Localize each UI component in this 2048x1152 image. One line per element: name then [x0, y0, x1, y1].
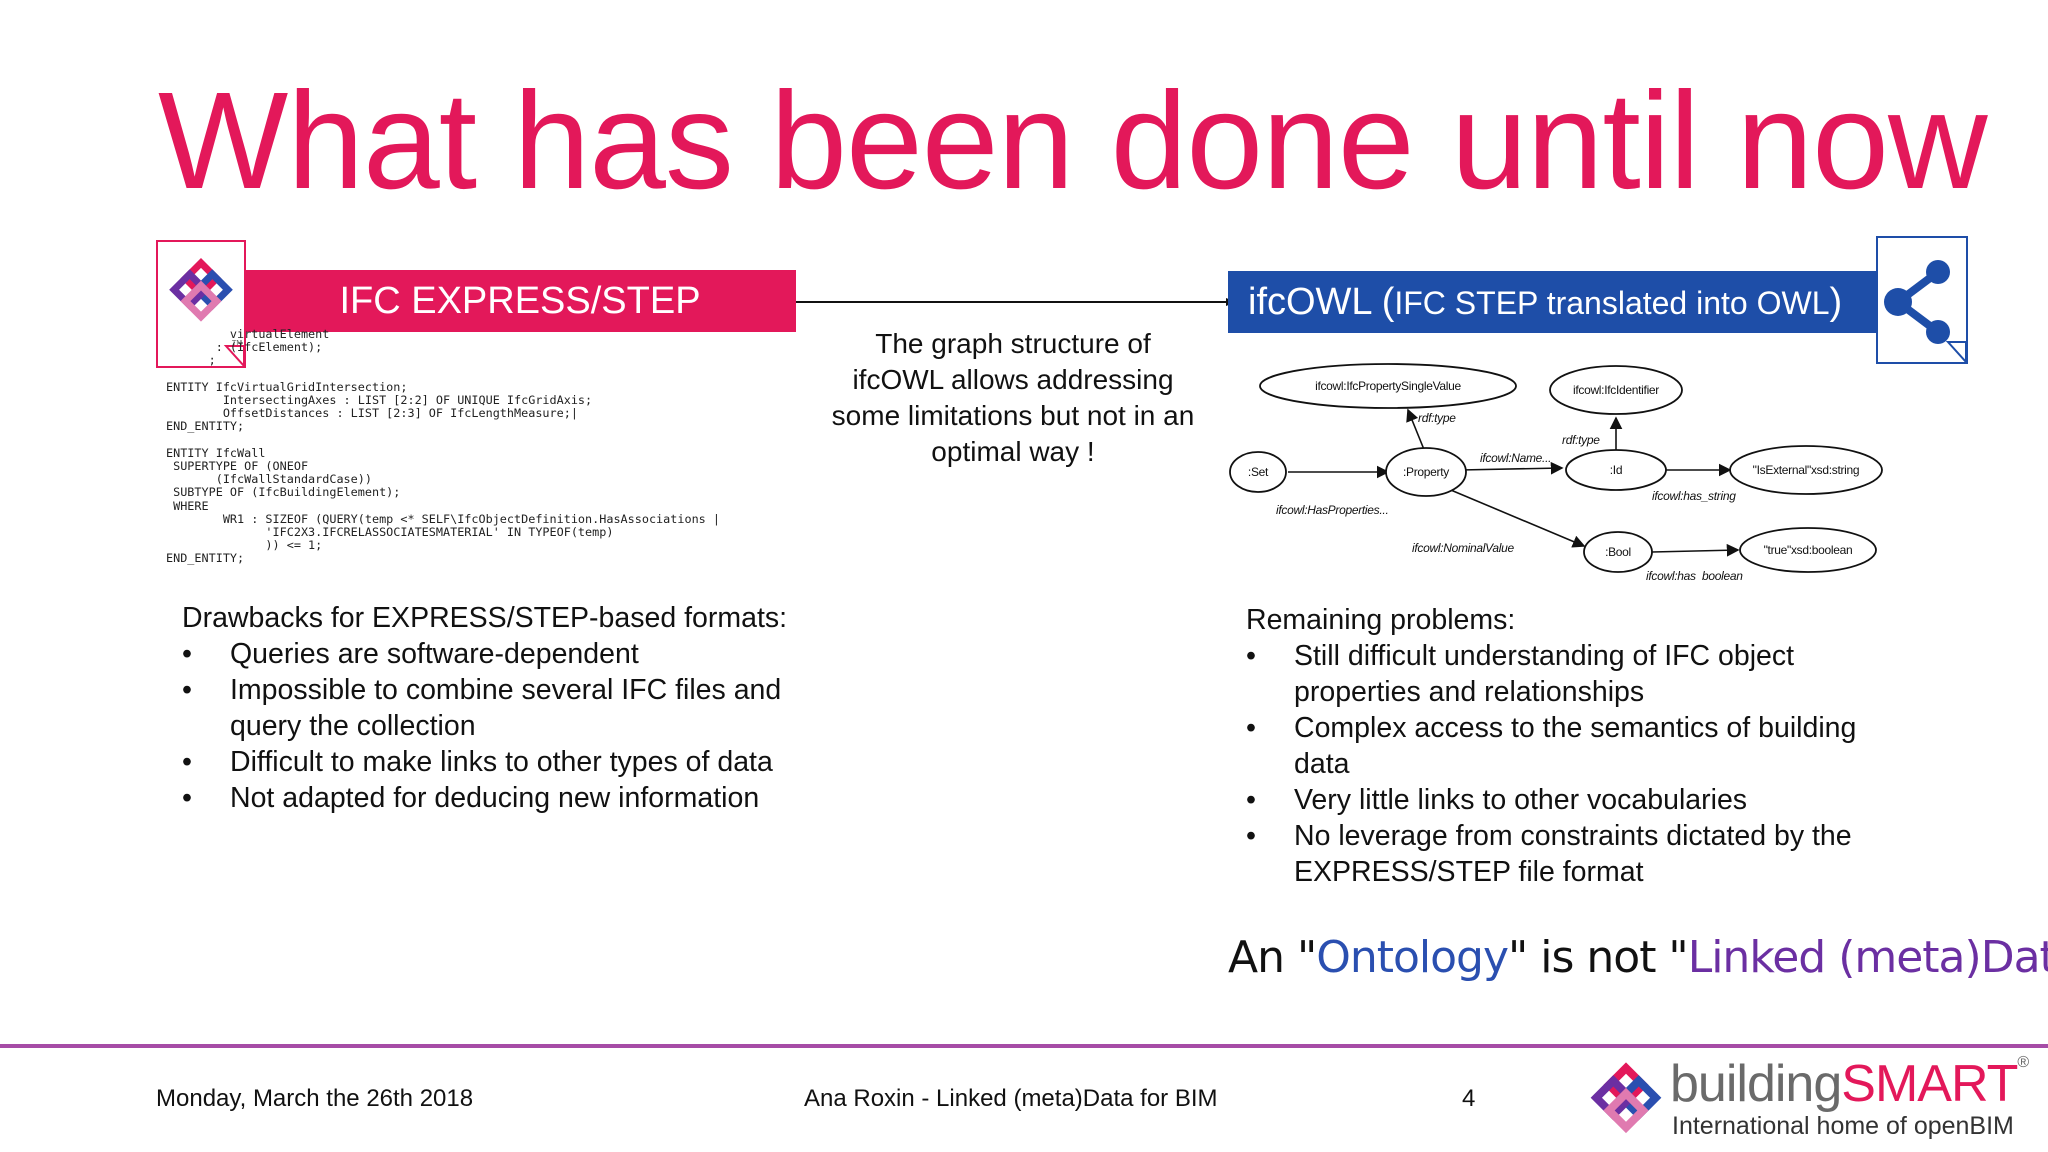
drawbacks-list: Queries are software-dependent Impossibl…	[182, 636, 822, 816]
node-id	[1565, 449, 1667, 491]
edge-property-id	[1459, 461, 1564, 475]
node-set	[1229, 451, 1287, 493]
edge-property-bool	[1445, 487, 1586, 548]
node-property-label: :Property	[1403, 465, 1449, 479]
node-bool-label: :Bool	[1605, 545, 1631, 559]
problems-list: Still difficult understanding of IFC obj…	[1246, 638, 1906, 890]
remaining-problems-block: Remaining problems: Still difficult unde…	[1246, 602, 1906, 890]
footer-divider	[0, 1044, 2048, 1048]
svg-text:TM: TM	[231, 339, 242, 347]
buildingsmart-wordmark: buildingSMART®	[1670, 1054, 2029, 1114]
edge-property-psv	[1406, 408, 1426, 453]
ontology-quote: An "Ontology" is not "Linked (meta)Data"…	[1228, 932, 2048, 983]
node-true-label: "true"xsd:boolean	[1764, 543, 1853, 557]
quote-ontology: Ontology	[1316, 932, 1509, 983]
share-graph-icon	[1876, 236, 1968, 365]
slide-title: What has been done until now	[158, 64, 1988, 218]
node-psv-label: ifcowl:IfcPropertySingleValue	[1315, 379, 1461, 393]
brand-word-smart: SMART	[1841, 1055, 2018, 1113]
page-number: 4	[1462, 1085, 1476, 1112]
ifc-logo-icon: TM	[156, 240, 246, 369]
quote-linked-data: Linked (meta)Data	[1687, 932, 2048, 983]
left-header-label: IFC EXPRESS/STEP	[339, 280, 701, 322]
brand-word-building: building	[1670, 1055, 1842, 1113]
edge-bool-true	[1651, 543, 1740, 557]
edge-label-hasbool: ifcowl:has_boolean	[1646, 569, 1743, 580]
edge-label-nominal: ifcowl:NominalValue	[1412, 541, 1515, 555]
problem-item: Still difficult understanding of IFC obj…	[1246, 638, 1906, 710]
drawback-item: Not adapted for deducing new information	[182, 780, 822, 816]
problem-item: Complex access to the semantics of build…	[1246, 710, 1906, 782]
quote-part: An "	[1228, 932, 1317, 983]
drawbacks-heading: Drawbacks for EXPRESS/STEP-based formats…	[182, 602, 788, 634]
problems-heading: Remaining problems:	[1246, 604, 1516, 636]
brand-tagline: International home of openBIM	[1672, 1112, 2014, 1140]
node-set-label: :Set	[1248, 465, 1269, 479]
edge-label-hasprops: ifcowl:HasProperties...	[1276, 503, 1388, 517]
problem-item: Very little links to other vocabularies	[1246, 782, 1906, 818]
node-isext-label: "IsExternal"xsd:string	[1753, 463, 1860, 477]
node-property	[1385, 447, 1467, 497]
node-psv	[1259, 363, 1517, 409]
brand-registered: ®	[2017, 1054, 2029, 1071]
drawback-item: Queries are software-dependent	[182, 636, 822, 672]
edge-label-rdftype-2: rdf:type	[1562, 433, 1600, 447]
right-header-band: ifcOWL (IFC STEP translated into OWL)	[1228, 271, 1876, 333]
problem-item: No leverage from constraints dictated by…	[1246, 818, 1906, 890]
node-ident-label: ifcowl:IfcIdentifier	[1573, 383, 1659, 397]
edge-label-hasstring: ifcowl:has_string	[1652, 489, 1736, 503]
node-ident	[1549, 365, 1683, 415]
node-bool	[1583, 531, 1653, 573]
edge-label-rdftype-1: rdf:type	[1418, 411, 1456, 425]
left-header-band: IFC EXPRESS/STEP	[244, 270, 796, 332]
footer-title: Ana Roxin - Linked (meta)Data for BIM	[804, 1085, 1218, 1112]
node-true	[1739, 527, 1877, 573]
express-code-snippet: virtualElement : (IfcElement); ; ENTITY …	[166, 327, 720, 566]
right-header-main: ifcOWL (	[1248, 281, 1395, 323]
footer-date: Monday, March the 26th 2018	[156, 1085, 474, 1112]
node-isext	[1729, 445, 1883, 495]
ifcowl-graph-diagram: ifcowl:IfcPropertySingleValue ifcowl:Ifc…	[1229, 363, 1883, 580]
edge-label-name: ifcowl:Name...	[1480, 451, 1551, 465]
node-id-label: :Id	[1610, 463, 1622, 477]
buildingsmart-logo-icon	[1590, 1062, 1662, 1134]
drawbacks-block: Drawbacks for EXPRESS/STEP-based formats…	[182, 600, 822, 816]
drawback-item: Difficult to make links to other types o…	[182, 744, 822, 780]
connector-arrow	[796, 298, 1236, 306]
right-header-close: )	[1829, 281, 1843, 323]
drawback-item: Impossible to combine several IFC files …	[182, 672, 822, 744]
graph-structure-note: The graph structure of ifcOWL allows add…	[831, 328, 1195, 467]
right-header-sub: IFC STEP translated into OWL	[1394, 285, 1830, 321]
quote-part: " is not "	[1508, 932, 1689, 983]
